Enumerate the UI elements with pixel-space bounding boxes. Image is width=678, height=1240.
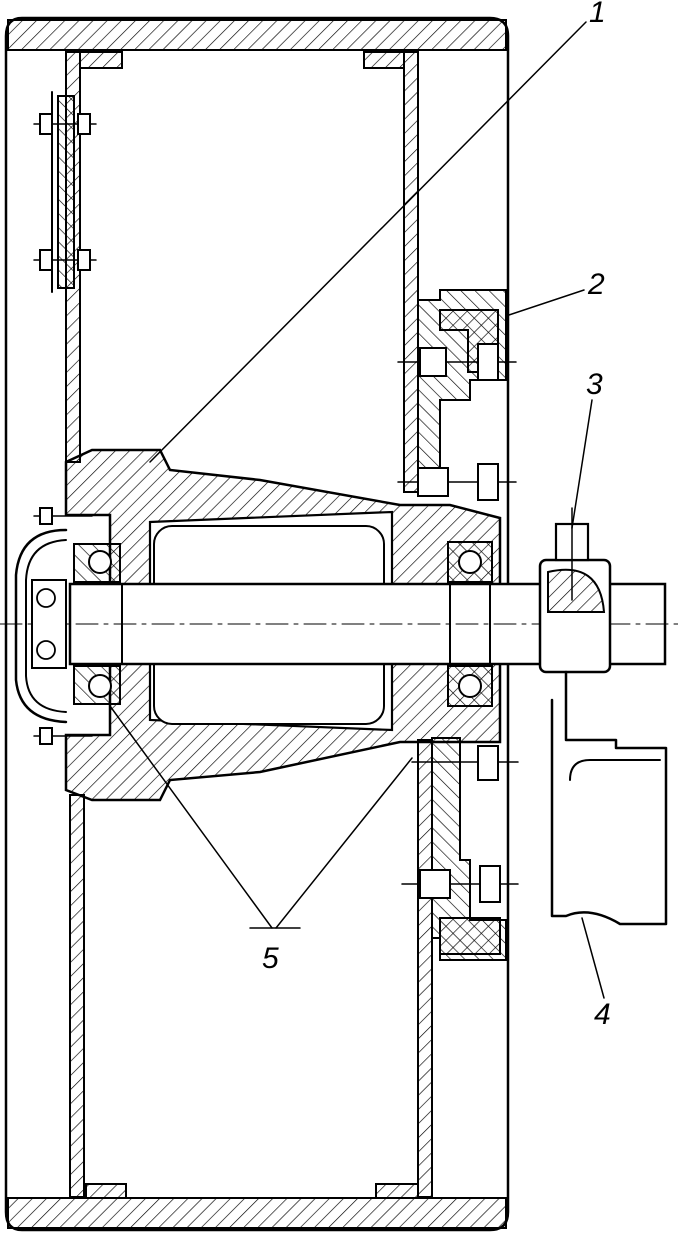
bolt-icon — [411, 745, 519, 781]
callout-2: 2 — [587, 268, 605, 301]
end-cap — [14, 507, 93, 745]
bolt-icon — [33, 727, 93, 745]
leader-3 — [571, 399, 593, 529]
bolt-icon — [397, 343, 517, 381]
bolt-icon — [401, 865, 519, 903]
bolt-icon — [33, 507, 93, 525]
callout-5: 5 — [262, 942, 279, 975]
axle-clamp — [538, 507, 612, 674]
bolt-icon — [397, 463, 517, 501]
callout-3: 3 — [586, 368, 603, 401]
left-bearing-lower — [73, 665, 121, 705]
leader-2 — [505, 289, 585, 317]
right-disk-lower — [417, 739, 433, 1198]
callout-4: 4 — [594, 998, 611, 1031]
rim-top-section — [7, 19, 507, 51]
left-bearing-upper — [73, 543, 121, 583]
bolt-icon — [33, 113, 97, 135]
leader-1 — [149, 21, 587, 463]
callout-labels: 1 2 3 4 5 — [262, 0, 611, 1031]
leader-5a — [109, 705, 273, 929]
left-disk-lower — [69, 794, 85, 1198]
support-bracket — [550, 670, 668, 926]
flange-lower — [401, 737, 519, 961]
leader-4 — [581, 917, 605, 999]
right-bearing-lower — [447, 665, 493, 707]
rim-bottom-section — [7, 1197, 507, 1229]
leader-lines — [109, 21, 605, 999]
callout-1: 1 — [589, 0, 606, 29]
leader-5b — [275, 757, 413, 929]
right-disk-upper — [403, 51, 419, 493]
bolt-icon — [33, 249, 97, 271]
wheel-rim — [4, 16, 510, 1232]
right-bearing-upper — [447, 541, 493, 583]
flange-upper — [397, 289, 517, 501]
left-bracket — [33, 91, 97, 293]
